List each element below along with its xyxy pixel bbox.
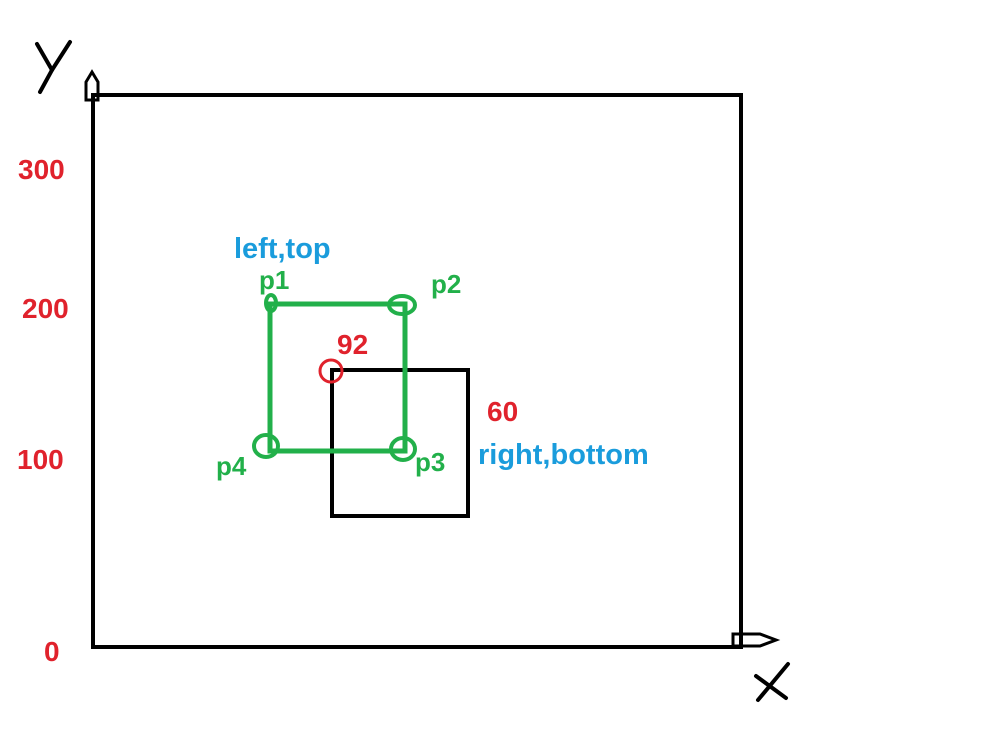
plot-frame <box>91 93 743 649</box>
rect-b-corner-marker <box>318 358 344 384</box>
rectangle-b <box>330 368 470 518</box>
rectangle-a <box>267 301 408 454</box>
corner-p2-label: p2 <box>431 269 461 299</box>
y-axis-arrow <box>84 69 100 102</box>
corner-p2-marker <box>387 294 417 316</box>
corner-p4-label: p4 <box>216 451 247 481</box>
y-tick-300: 300 <box>18 154 65 185</box>
y-tick-200: 200 <box>22 293 69 324</box>
x-axis-letter <box>754 662 790 702</box>
corner-p3-label: p3 <box>415 447 445 477</box>
y-axis-letter <box>35 40 72 94</box>
rect-b-corner-value: 92 <box>337 329 368 360</box>
corner-p1-marker <box>264 293 278 313</box>
corner-p1-label: p1 <box>259 265 289 295</box>
corner-p3-marker <box>389 436 417 462</box>
y-tick-0: 0 <box>44 636 60 667</box>
x-axis-arrow <box>731 632 781 648</box>
y-tick-100: 100 <box>17 444 64 475</box>
corner-p4-marker <box>252 433 280 459</box>
right-bottom-note: right,bottom <box>478 439 649 471</box>
rect-b-side-value: 60 <box>487 396 518 427</box>
left-top-note: left,top <box>234 233 331 265</box>
